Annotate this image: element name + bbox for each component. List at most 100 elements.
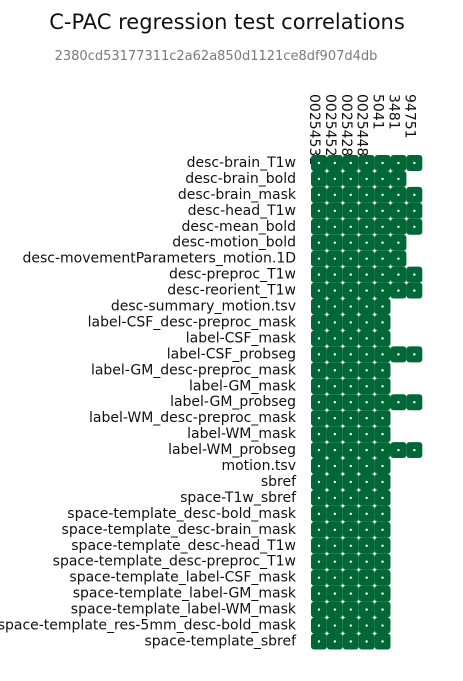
cell-marker xyxy=(365,496,368,500)
cell-marker xyxy=(333,241,337,244)
cell-marker xyxy=(317,560,321,563)
row-label: desc-brain_mask xyxy=(178,187,297,203)
row-label: label-CSF_mask xyxy=(186,330,297,346)
cell-marker xyxy=(381,273,384,276)
cell-marker xyxy=(365,401,368,404)
chart-subtitle: 2380cd53177311c2a62a850d1121ce8df907d4db xyxy=(55,49,378,64)
row-label: desc-preproc_T1w xyxy=(169,267,296,283)
cell-marker xyxy=(365,560,368,563)
cell-marker xyxy=(365,321,368,324)
cell-marker xyxy=(317,225,321,228)
cell-marker xyxy=(397,448,400,452)
cell-marker xyxy=(413,273,416,276)
cell-marker xyxy=(349,289,352,292)
cell-marker xyxy=(349,177,352,181)
row-label: label-WM_probseg xyxy=(168,442,296,458)
column-label: 00254521 xyxy=(322,94,338,165)
column-label: 5041 xyxy=(370,94,386,130)
cell-marker xyxy=(365,369,368,372)
cell-marker xyxy=(397,193,400,197)
cell-marker xyxy=(333,464,337,468)
cell-marker xyxy=(349,576,352,579)
cell-marker xyxy=(365,528,368,532)
row-labels: desc-brain_T1wdesc-brain_bolddesc-brain_… xyxy=(0,155,297,649)
cell-marker xyxy=(381,416,384,420)
cell-marker xyxy=(349,592,352,595)
cell-marker xyxy=(317,273,321,276)
row-label: label-GM_mask xyxy=(189,378,297,394)
row-label: space-template_desc-head_T1w xyxy=(71,538,296,554)
cell-marker xyxy=(317,209,321,213)
cell-marker xyxy=(317,193,321,197)
cell-marker xyxy=(317,416,321,420)
cell-marker xyxy=(333,640,337,643)
cell-marker xyxy=(381,624,384,627)
cell-marker xyxy=(365,337,368,340)
row-label: motion.tsv xyxy=(221,458,296,474)
row-label: space-template_label-WM_mask xyxy=(71,602,297,618)
cell-marker xyxy=(333,209,337,213)
cell-marker xyxy=(333,305,337,308)
cell-marker xyxy=(397,273,400,276)
cell-marker xyxy=(333,496,337,500)
cell-marker xyxy=(317,257,321,260)
cell-marker xyxy=(333,544,337,547)
cell-marker xyxy=(317,353,321,356)
cell-marker xyxy=(317,496,321,500)
cell-marker xyxy=(381,480,384,484)
cell-marker xyxy=(349,353,352,356)
cell-marker xyxy=(333,608,337,611)
cell-marker xyxy=(381,608,384,611)
cell-marker xyxy=(333,576,337,579)
cell-marker xyxy=(381,353,384,356)
row-label: space-template_res-5mm_desc-bold_mask xyxy=(0,618,297,634)
cell-marker xyxy=(365,177,368,181)
row-label: space-template_sbref xyxy=(145,633,298,649)
cell-marker xyxy=(333,369,337,372)
row-label: label-CSF_desc-preproc_mask xyxy=(88,314,297,330)
cell-marker xyxy=(349,512,352,516)
cell-marker xyxy=(317,592,321,595)
cell-marker xyxy=(397,353,400,356)
cell-marker xyxy=(381,560,384,563)
cell-marker xyxy=(333,385,337,388)
cell-marker xyxy=(333,432,337,436)
cell-marker xyxy=(365,576,368,579)
cell-marker xyxy=(349,496,352,500)
column-label: 3481 xyxy=(385,94,401,130)
cell-marker xyxy=(365,416,368,420)
cell-marker xyxy=(349,241,352,244)
row-label: desc-reorient_T1w xyxy=(167,283,296,299)
cell-marker xyxy=(413,289,416,292)
cell-marker xyxy=(317,401,321,404)
cell-marker xyxy=(381,640,384,643)
cell-marker xyxy=(317,608,321,611)
cell-marker xyxy=(349,544,352,547)
cell-marker xyxy=(413,401,416,404)
cell-marker xyxy=(317,640,321,643)
cell-marker xyxy=(317,177,321,181)
row-label: space-template_label-GM_mask xyxy=(73,586,297,602)
cell-marker xyxy=(397,225,400,228)
cell-marker xyxy=(349,321,352,324)
cell-marker xyxy=(317,161,321,165)
cell-marker xyxy=(365,273,368,276)
cell-marker xyxy=(333,337,337,340)
cell-marker xyxy=(365,544,368,547)
cell-marker xyxy=(333,560,337,563)
cell-marker xyxy=(349,401,352,404)
cell-marker xyxy=(413,193,416,197)
cell-marker xyxy=(365,512,368,516)
column-label: 00254281 xyxy=(338,94,354,165)
chart-title: C-PAC regression test correlations xyxy=(49,10,405,34)
cell-marker xyxy=(381,528,384,532)
cell-marker xyxy=(333,193,337,197)
row-label: desc-brain_T1w xyxy=(187,155,296,171)
cell-marker xyxy=(413,448,416,452)
cell-marker xyxy=(365,608,368,611)
cell-marker xyxy=(381,241,384,244)
cell-marker xyxy=(333,401,337,404)
cell-marker xyxy=(365,257,368,260)
cell-marker xyxy=(317,512,321,516)
cell-marker xyxy=(333,528,337,532)
